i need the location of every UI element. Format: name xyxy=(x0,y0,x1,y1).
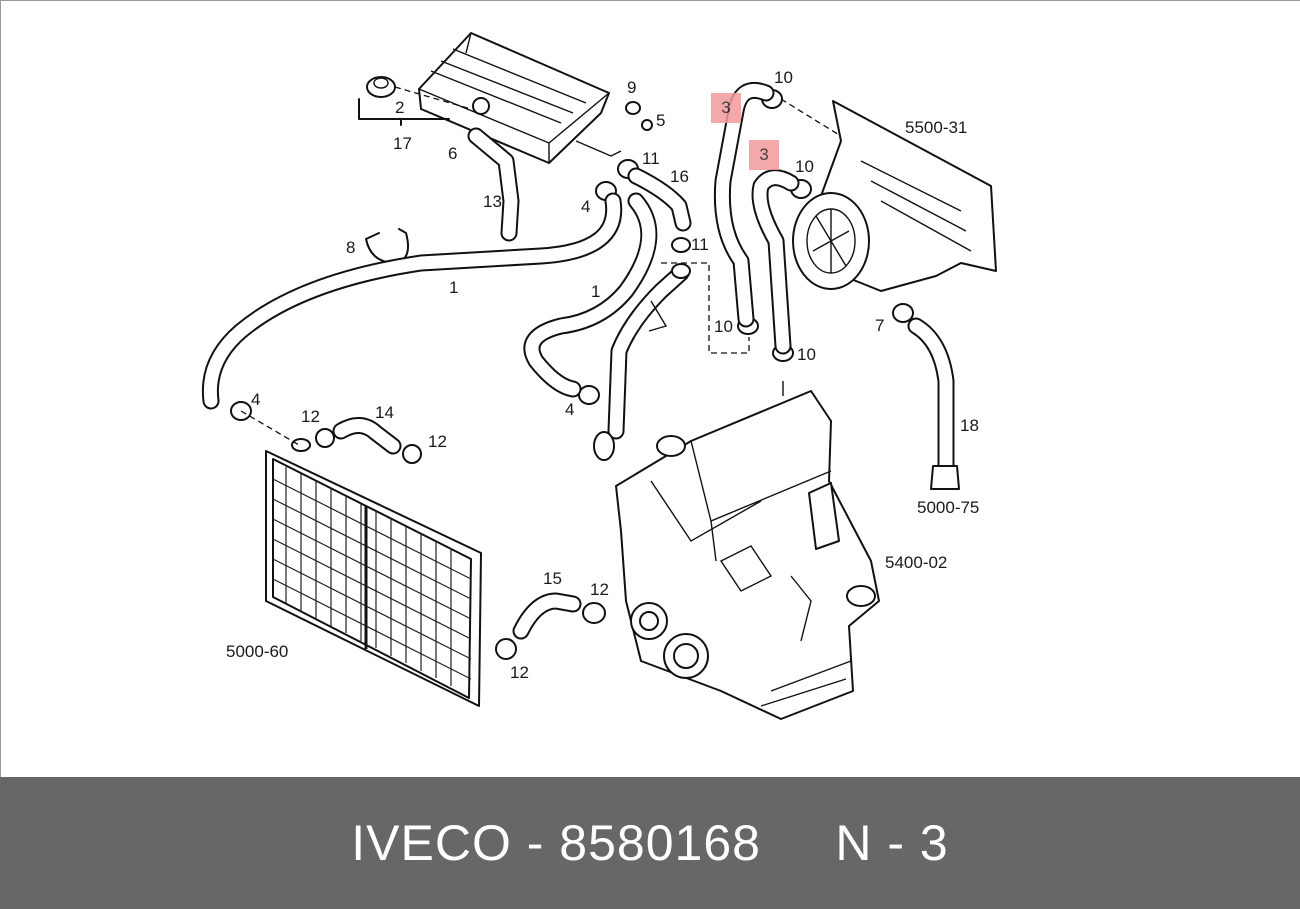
callout-17: 17 xyxy=(393,134,412,153)
callout-5: 5 xyxy=(656,111,666,130)
highlight-3a: 3 xyxy=(711,93,741,123)
callout-18: 18 xyxy=(960,416,979,435)
callout-1a: 1 xyxy=(449,278,459,297)
callout-8: 8 xyxy=(346,238,356,257)
callout-2: 2 xyxy=(395,98,405,117)
callout-3a: 3 xyxy=(721,98,731,117)
callout-11a: 11 xyxy=(642,149,660,168)
callout-3b: 3 xyxy=(759,145,769,164)
callout-11b: 11 xyxy=(691,235,709,254)
callout-9: 9 xyxy=(627,78,637,97)
cooling-system-drawing xyxy=(201,32,997,720)
callout-15: 15 xyxy=(543,569,562,588)
hose-3-b xyxy=(751,169,800,355)
callout-6: 6 xyxy=(448,144,458,163)
highlight-3b: 3 xyxy=(749,140,779,170)
assembly-5000-60: 5000-60 xyxy=(226,642,289,661)
parts-diagram: 2 17 6 13 9 5 11 16 4 8 1 11 1 4 4 12 14… xyxy=(0,0,1300,777)
part-number-banner: IVECO - 8580168 N - 3 xyxy=(0,777,1300,909)
callout-10b: 10 xyxy=(795,157,814,176)
callout-1b: 1 xyxy=(591,282,601,301)
assembly-5500-31: 5500-31 xyxy=(905,118,968,137)
callout-4b: 4 xyxy=(251,390,261,409)
callout-7: 7 xyxy=(875,316,885,335)
callout-12b: 12 xyxy=(428,432,447,451)
engine-block xyxy=(615,381,880,720)
callout-16: 16 xyxy=(670,167,689,186)
filler-cap xyxy=(366,76,472,110)
expansion-tank xyxy=(418,32,622,164)
hose-1 xyxy=(201,192,623,410)
callout-4c: 4 xyxy=(565,400,575,419)
hose-3-a xyxy=(713,81,775,328)
radiator xyxy=(240,410,482,707)
callout-10c: 10 xyxy=(714,317,733,336)
hose-1b xyxy=(523,192,658,398)
callout-12c: 12 xyxy=(590,580,609,599)
callout-14: 14 xyxy=(375,403,394,422)
callout-4a: 4 xyxy=(581,197,591,216)
callout-12d: 12 xyxy=(510,663,529,682)
callout-10a: 10 xyxy=(774,68,793,87)
assembly-5000-75: 5000-75 xyxy=(917,498,980,517)
callout-10d: 10 xyxy=(797,345,816,364)
heater-unit xyxy=(792,100,997,292)
callout-13: 13 xyxy=(483,192,502,211)
callout-12a: 12 xyxy=(301,407,320,426)
part-number-text: IVECO - 8580168 N - 3 xyxy=(351,815,949,871)
assembly-5400-02: 5400-02 xyxy=(885,553,948,572)
